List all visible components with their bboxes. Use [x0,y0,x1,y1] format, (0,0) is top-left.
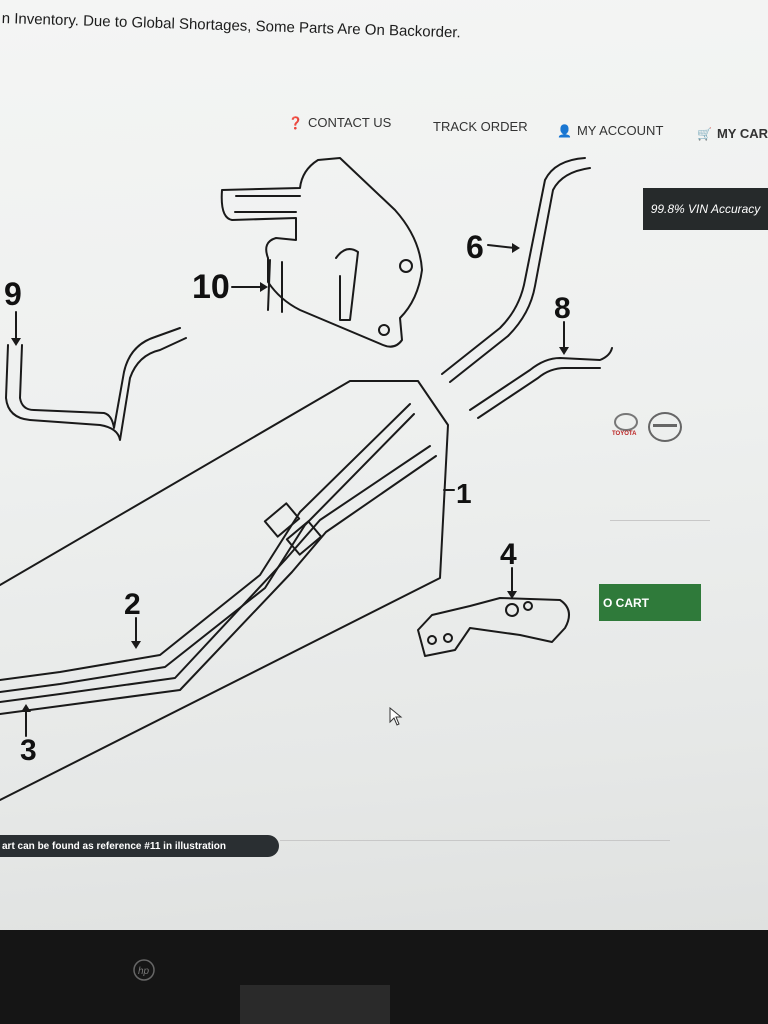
contact-us-label: CONTACT US [307,115,392,130]
tube-6 [441,157,586,375]
my-account-label: MY ACCOUNT [576,123,664,138]
hp-logo-icon: hp [133,959,155,981]
user-icon: 👤 [557,123,572,138]
vin-accuracy-badge: 99.8% VIN Accuracy [643,188,768,230]
callout-3: 3 [20,734,37,767]
tube-3 [0,445,431,703]
tube-8 [469,347,613,411]
my-account-link[interactable]: 👤 MY ACCOUNT [557,123,663,138]
callout-4: 4 [500,538,517,571]
svg-text:hp: hp [138,966,150,977]
question-circle-icon: ❓ [288,115,303,130]
contact-us-link[interactable]: ❓ CONTACT US [288,115,391,130]
parts-diagram: 9 10 6 8 1 2 3 4 [0,157,613,801]
arrow-6 [487,244,516,249]
callout-10: 10 [192,268,230,306]
panel-outline [0,380,449,801]
mouse-cursor-icon [389,707,403,726]
monitor-stand [240,985,390,1024]
reference-note: art can be found as reference #11 in ill… [0,835,279,857]
add-to-cart-button[interactable]: O CART [599,584,701,621]
callout-1: 1 [456,478,472,509]
bracket-4 [417,597,570,657]
brand-logos: TOYOTA [612,412,682,442]
callout-8: 8 [554,292,571,325]
callout-9: 9 [4,276,22,312]
my-cart-link[interactable]: 🛒 MY CART [697,126,768,141]
cart-icon: 🛒 [697,126,712,141]
divider [280,840,670,841]
toyota-logo-text: TOYOTA [612,431,637,437]
tube-2 [0,403,411,681]
part-10 [220,157,423,348]
track-order-link[interactable]: TRACK ORDER [433,119,528,134]
tube-9 [5,337,187,441]
toyota-logo-icon: TOYOTA [612,413,640,441]
divider [610,520,710,521]
monitor-screen: n Inventory. Due to Global Shortages, So… [0,0,768,930]
scion-logo-icon [648,412,682,442]
track-order-label: TRACK ORDER [433,119,528,134]
callout-6: 6 [466,229,484,265]
callout-2: 2 [124,588,141,621]
my-cart-label: MY CART [716,126,768,141]
